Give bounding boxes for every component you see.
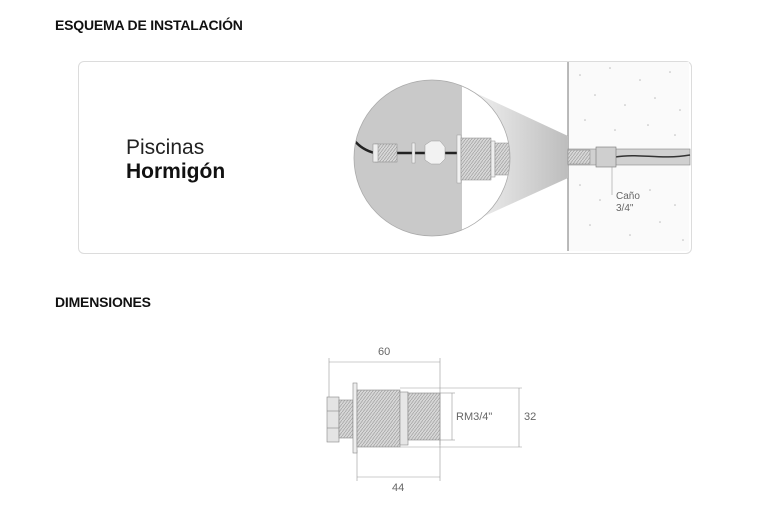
dimensions-heading: DIMENSIONES [55, 294, 151, 310]
pool-type-label: Piscinas [126, 136, 205, 159]
pipe-size-label: 3/4" [616, 203, 634, 214]
thread-length-dimension: 44 [392, 482, 405, 494]
total-length-dimension: 60 [378, 346, 391, 358]
pool-material-label: Hormigón [126, 160, 226, 183]
pipe-label: Caño [616, 191, 640, 202]
pipe [567, 146, 691, 195]
height-dimension: 32 [524, 411, 537, 423]
thread-spec-label: RM3/4" [456, 411, 493, 423]
installation-diagram-panel [78, 61, 692, 254]
fitting-side-view [326, 382, 441, 454]
installation-heading: ESQUEMA DE INSTALACIÓN [55, 17, 243, 33]
